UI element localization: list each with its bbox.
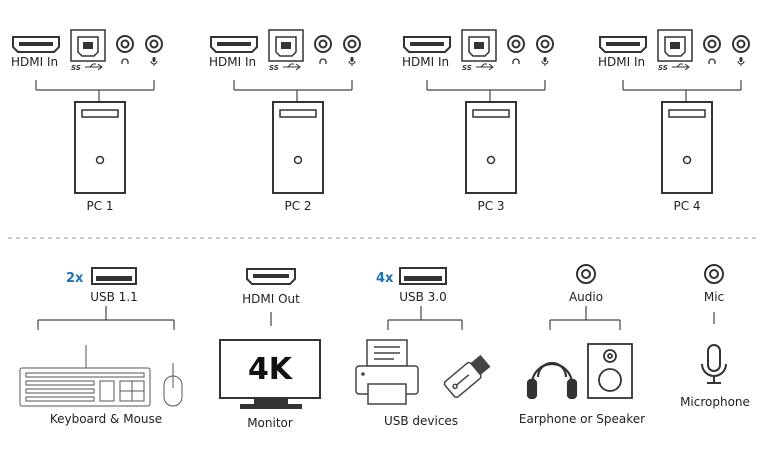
superspeed-usb-icon: SS	[71, 63, 103, 72]
pc-group-4: SS	[599, 29, 750, 194]
usb11-bracket	[37, 306, 175, 330]
pc-tower-icon	[465, 101, 517, 194]
hdmi-in-label: HDMI In	[402, 55, 450, 69]
usb-stick-icon	[443, 354, 491, 399]
usb30-bracket	[387, 306, 463, 330]
mic-jack-icon	[732, 35, 750, 66]
pc-bracket	[426, 80, 546, 102]
earphone-speaker-label: Earphone or Speaker	[518, 412, 646, 426]
microphone-icon	[701, 344, 727, 384]
monitor-4k-text: 4K	[247, 352, 293, 387]
headphones-icon	[526, 361, 578, 400]
headphone-jack-icon	[116, 35, 134, 64]
pc-tower-icon	[661, 101, 713, 194]
pc-label: PC 1	[86, 199, 114, 213]
mic-jack-icon	[536, 35, 554, 66]
hdmi-in-port-icon	[599, 36, 647, 53]
headphone-jack-icon	[314, 35, 332, 64]
hdmi-in-port-icon	[12, 36, 60, 53]
mic-jack-icon	[343, 35, 361, 66]
superspeed-mark-text: SS	[658, 64, 668, 72]
usb11-port-icon	[91, 267, 137, 285]
superspeed-mark-text: SS	[71, 64, 81, 72]
pc-inputs-group: SS SS SS SS	[12, 29, 750, 194]
hdmi-out-label: HDMI Out	[242, 292, 300, 306]
speaker-icon	[587, 343, 633, 399]
hdmi-in-label: HDMI In	[209, 55, 257, 69]
audio-label: Audio	[568, 290, 604, 304]
monitor-icon	[219, 339, 321, 409]
hdmi-in-label: HDMI In	[11, 55, 59, 69]
usb-b-port-icon	[70, 29, 106, 62]
superspeed-usb-icon: SS	[658, 63, 690, 72]
monitor-label: Monitor	[247, 416, 293, 430]
pc-group-3: SS	[403, 29, 554, 194]
usb30-label: USB 3.0	[399, 290, 447, 304]
keyboard-mouse-label: Keyboard & Mouse	[49, 412, 163, 426]
usb-b-port-icon	[268, 29, 304, 62]
pc-label: PC 3	[477, 199, 505, 213]
usb30-count-badge: 4x	[376, 271, 394, 286]
pc-label: PC 4	[673, 199, 701, 213]
keyboard-icon	[19, 345, 151, 407]
hdmi-in-port-icon	[403, 36, 451, 53]
usb-b-port-icon	[657, 29, 693, 62]
pc-bracket	[622, 80, 742, 102]
pc-bracket	[35, 80, 155, 102]
pc-bracket	[233, 80, 353, 102]
usb11-count-badge: 2x	[66, 271, 84, 286]
pc-tower-icon	[272, 101, 324, 194]
mic-jack-icon	[704, 264, 724, 284]
mouse-icon	[163, 363, 183, 407]
hdmi-in-label: HDMI In	[598, 55, 646, 69]
usb-b-port-icon	[461, 29, 497, 62]
pc-group-2: SS	[210, 29, 361, 194]
hdmi-out-port-icon	[246, 268, 296, 285]
usb30-port-icon	[399, 267, 447, 285]
mic-jack-icon	[145, 35, 163, 66]
pc-group-1: SS	[12, 29, 163, 194]
pc-label: PC 2	[284, 199, 312, 213]
usb-devices-label: USB devices	[383, 414, 459, 428]
hdmi-in-port-icon	[210, 36, 258, 53]
printer-icon	[355, 339, 419, 405]
superspeed-usb-icon: SS	[462, 63, 494, 72]
superspeed-usb-icon: SS	[269, 63, 301, 72]
microphone-label: Microphone	[680, 395, 750, 409]
superspeed-mark-text: SS	[462, 64, 472, 72]
usb11-label: USB 1.1	[90, 290, 138, 304]
audio-jack-icon	[576, 264, 596, 284]
audio-bracket	[549, 306, 621, 330]
headphone-jack-icon	[507, 35, 525, 64]
mic-label: Mic	[703, 290, 725, 304]
headphone-jack-icon	[703, 35, 721, 64]
pc-tower-icon	[74, 101, 126, 194]
superspeed-mark-text: SS	[269, 64, 279, 72]
